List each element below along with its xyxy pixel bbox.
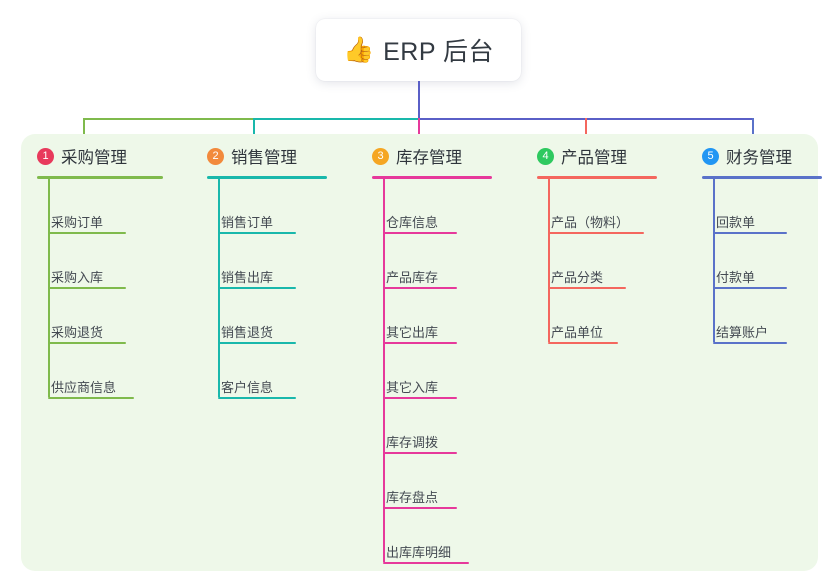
bus-segment-2 xyxy=(253,118,421,121)
leaf-node-rule xyxy=(218,232,296,234)
leaf-node[interactable] xyxy=(551,208,647,232)
leaf-node-label: 仓库信息 xyxy=(386,215,439,230)
branch-header-rule xyxy=(372,176,492,179)
leaf-node-label: 结算账户 xyxy=(716,325,769,340)
leaf-node[interactable] xyxy=(716,318,790,342)
branch-header-3[interactable]: 3 库存管理 xyxy=(372,144,462,168)
leaf-node-label: 采购退货 xyxy=(51,325,104,340)
bus-segment-1 xyxy=(83,118,256,121)
branch-header-4[interactable]: 4 产品管理 xyxy=(537,144,627,168)
leaf-node-rule xyxy=(713,232,787,234)
leaf-node-label: 采购订单 xyxy=(51,215,104,230)
leaf-node-label: 销售出库 xyxy=(221,270,274,285)
leaf-node[interactable] xyxy=(386,263,460,287)
leaf-node-label: 产品单位 xyxy=(551,325,604,340)
leaf-node-rule xyxy=(383,562,469,564)
leaf-node[interactable] xyxy=(51,318,129,342)
leaf-node[interactable] xyxy=(716,208,790,232)
leaf-node-label: 产品（物料） xyxy=(551,215,630,230)
leaf-node[interactable] xyxy=(51,263,129,287)
branch-spine xyxy=(548,178,550,342)
branch-number-badge: 1 xyxy=(37,147,54,165)
leaf-node-label: 销售退货 xyxy=(221,325,274,340)
leaf-node[interactable] xyxy=(716,263,790,287)
branch-spine xyxy=(713,178,715,342)
leaf-node[interactable] xyxy=(386,483,460,507)
branch-title: 库存管理 xyxy=(396,149,462,167)
branch-number-badge: 3 xyxy=(372,147,389,165)
leaf-node-label: 其它出库 xyxy=(386,325,439,340)
leaf-node-label: 出库库明细 xyxy=(386,545,452,560)
leaf-node[interactable] xyxy=(51,208,129,232)
leaf-node-rule xyxy=(383,397,457,399)
leaf-node-rule xyxy=(383,452,457,454)
leaf-node-rule xyxy=(218,342,296,344)
leaf-node[interactable] xyxy=(221,373,299,397)
thumbs-up-icon: 👍 xyxy=(342,35,375,64)
leaf-node[interactable] xyxy=(386,428,460,452)
branch-number-badge: 5 xyxy=(702,147,719,165)
leaf-node-rule xyxy=(383,287,457,289)
branch-title: 采购管理 xyxy=(61,149,127,167)
leaf-node-rule xyxy=(548,287,626,289)
leaf-node-rule xyxy=(383,342,457,344)
leaf-node-label: 销售订单 xyxy=(221,215,274,230)
branch-header-rule xyxy=(207,176,327,179)
leaf-node[interactable] xyxy=(386,373,460,397)
leaf-node-rule xyxy=(48,232,126,234)
branches-panel: 1 采购管理采购订单采购入库采购退货供应商信息 2 销售管理销售订单销售出库销售退货客… xyxy=(21,134,822,571)
leaf-node[interactable] xyxy=(51,373,137,397)
leaf-node-label: 回款单 xyxy=(716,215,756,230)
branch-header-5[interactable]: 5 财务管理 xyxy=(702,144,792,168)
leaf-node[interactable] xyxy=(221,263,299,287)
leaf-node[interactable] xyxy=(221,208,299,232)
branch-header-rule xyxy=(37,176,163,179)
leaf-node[interactable] xyxy=(386,208,460,232)
leaf-node[interactable] xyxy=(551,318,621,342)
leaf-node-rule xyxy=(548,342,618,344)
leaf-node-rule xyxy=(218,397,296,399)
leaf-node-rule xyxy=(383,232,457,234)
leaf-node-rule xyxy=(713,342,787,344)
leaf-node-rule xyxy=(383,507,457,509)
leaf-node[interactable] xyxy=(386,538,472,562)
trunk-line xyxy=(418,81,421,121)
leaf-node-label: 客户信息 xyxy=(221,380,274,395)
leaf-node-label: 库存盘点 xyxy=(386,490,439,505)
branch-title: 财务管理 xyxy=(726,149,792,167)
branch-spine xyxy=(383,178,385,562)
branch-number-badge: 4 xyxy=(537,147,554,165)
leaf-node-rule xyxy=(218,287,296,289)
root-node[interactable]: 👍 ERP 后台 xyxy=(316,19,521,81)
branch-header-rule xyxy=(702,176,822,179)
leaf-node-rule xyxy=(48,342,126,344)
leaf-node-label: 采购入库 xyxy=(51,270,104,285)
leaf-node[interactable] xyxy=(221,318,299,342)
leaf-node-label: 付款单 xyxy=(716,270,756,285)
leaf-node[interactable] xyxy=(551,263,629,287)
leaf-node-label: 库存调拨 xyxy=(386,435,439,450)
leaf-node[interactable] xyxy=(386,318,460,342)
leaf-node-label: 供应商信息 xyxy=(51,380,117,395)
leaf-node-label: 产品分类 xyxy=(551,270,604,285)
leaf-node-rule xyxy=(48,397,134,399)
leaf-node-rule xyxy=(548,232,644,234)
root-title: ERP 后台 xyxy=(383,38,495,66)
leaf-node-rule xyxy=(48,287,126,289)
branch-title: 销售管理 xyxy=(231,149,297,167)
branch-header-1[interactable]: 1 采购管理 xyxy=(37,144,127,168)
branch-header-rule xyxy=(537,176,657,179)
branch-header-2[interactable]: 2 销售管理 xyxy=(207,144,297,168)
leaf-node-label: 产品库存 xyxy=(386,270,439,285)
branch-title: 产品管理 xyxy=(561,149,627,167)
leaf-node-label: 其它入库 xyxy=(386,380,439,395)
branch-number-badge: 2 xyxy=(207,147,224,165)
leaf-node-rule xyxy=(713,287,787,289)
